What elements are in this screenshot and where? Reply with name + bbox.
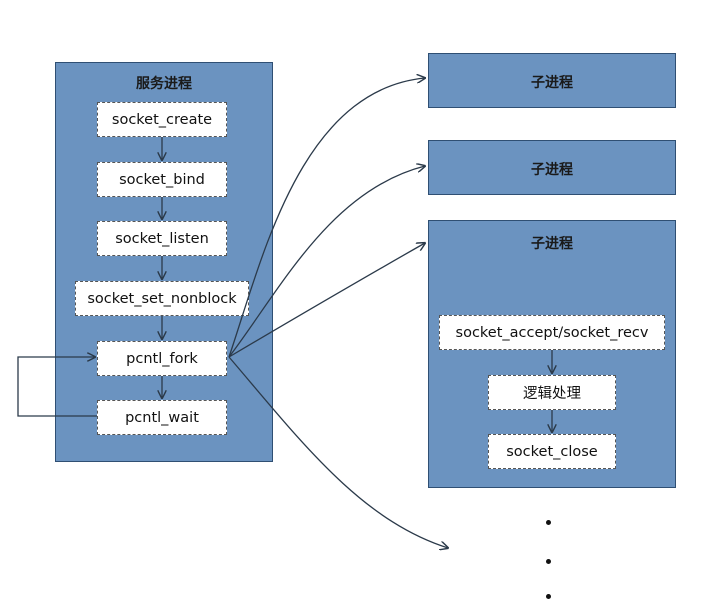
child-step-socket-close: socket_close	[488, 434, 616, 469]
child-process-title-1: 子进程	[531, 75, 573, 91]
child-step-socket-accept-recv: socket_accept/socket_recv	[439, 315, 665, 350]
child-process-panel-1: 子进程	[428, 53, 676, 108]
step-socket-listen: socket_listen	[97, 221, 227, 256]
child-process-title-3: 子进程	[531, 236, 573, 252]
ellipsis-dot-icon-3	[546, 594, 551, 599]
server-process-title: 服务进程	[136, 76, 192, 92]
ellipsis-dot-icon-1	[546, 520, 551, 525]
child-step-logic: 逻辑处理	[488, 375, 616, 410]
step-socket-bind: socket_bind	[97, 162, 227, 197]
step-socket-set-nonblock: socket_set_nonblock	[75, 281, 249, 316]
ellipsis-dot-icon-2	[546, 559, 551, 564]
step-pcntl-fork: pcntl_fork	[97, 341, 227, 376]
child-process-panel-2: 子进程	[428, 140, 676, 195]
child-process-title-2: 子进程	[531, 162, 573, 178]
step-pcntl-wait: pcntl_wait	[97, 400, 227, 435]
step-socket-create: socket_create	[97, 102, 227, 137]
